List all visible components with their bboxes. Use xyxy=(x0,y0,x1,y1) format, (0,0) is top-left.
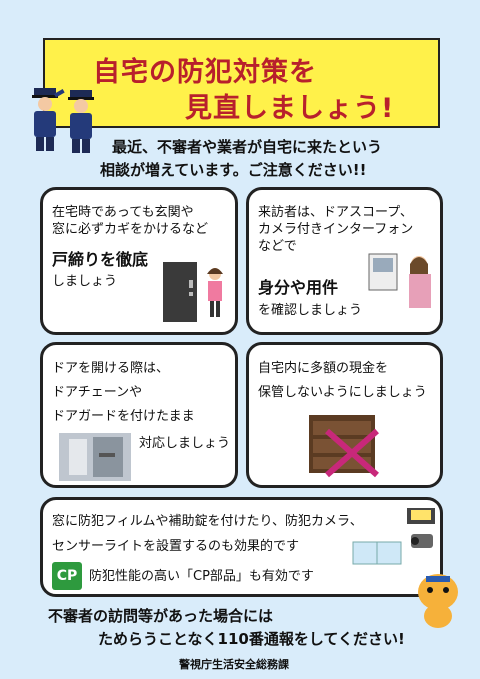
card-cash-line-1: 自宅内に多額の現金を xyxy=(258,361,389,376)
card-visitor-tail: を確認しましょう xyxy=(258,303,363,318)
pipo-mascot-illustration xyxy=(418,574,458,628)
card-visitor-line-2: カメラ付きインターフォン xyxy=(258,222,414,237)
drawer-cash-illustration xyxy=(309,415,379,478)
card-lock-line-1: 在宅時であっても玄関や xyxy=(52,205,194,220)
card-cash-line-2: 保管しないようにしましょう xyxy=(258,385,427,400)
card-cash: 自宅内に多額の現金を 保管しないようにしましょう xyxy=(246,342,443,488)
intro-line-1: 最近、不審者や業者が自宅に来たという xyxy=(112,138,383,156)
card-window-line-1: 窓に防犯フィルムや補助錠を付けたり、防犯カメラ、 xyxy=(52,514,363,529)
card-chain-line-3: ドアガードを付けたまま xyxy=(52,409,195,424)
card-chain-line-2: ドアチェーンや xyxy=(52,385,143,400)
door-chain-photo xyxy=(59,433,131,481)
cp-mark-icon: CP xyxy=(52,562,82,590)
card-lock-line-2: 窓に必ずカギをかけるなど xyxy=(52,222,209,237)
title-banner: 自宅の防犯対策を 見直しましょう! xyxy=(43,38,440,128)
department-name: 警視庁生活安全総務課 xyxy=(179,658,289,671)
window-icon xyxy=(352,541,402,565)
security-camera-light-icon xyxy=(407,508,435,548)
card-visitor: 来訪者は、ドアスコープ、 カメラ付きインターフォン などで 身分や用件 を確認し… xyxy=(246,187,443,335)
card-lock: 在宅時であっても玄関や 窓に必ずカギをかけるなど 戸締りを徹底 しましょう xyxy=(40,187,238,335)
card-window: 窓に防犯フィルムや補助錠を付けたり、防犯カメラ、 センサーライトを設置するのも効… xyxy=(40,497,443,597)
card-window-cp-text: 防犯性能の高い「CP部品」も有効です xyxy=(89,569,314,584)
card-window-line-2: センサーライトを設置するのも効果的です xyxy=(52,539,300,554)
footer-line-2: ためらうことなく110番通報をしてください! xyxy=(98,630,405,648)
door-lock-illustration xyxy=(163,262,223,322)
intro-line-2: 相談が増えています。ご注意ください!! xyxy=(100,161,367,179)
card-chain-tail: 対応しましょう xyxy=(139,436,231,451)
footer-line-1: 不審者の訪問等があった場合には xyxy=(48,607,274,625)
card-chain: ドアを開ける際は、 ドアチェーンや ドアガードを付けたまま 対応しましょう xyxy=(40,342,238,488)
intercom-illustration xyxy=(368,253,431,308)
card-visitor-line-3: などで xyxy=(258,239,297,254)
card-lock-tail: しましょう xyxy=(52,274,118,289)
page-title-line-1: 自宅の防犯対策を xyxy=(93,57,317,88)
card-visitor-line-1: 来訪者は、ドアスコープ、 xyxy=(258,205,413,220)
page-title-line-2: 見直しましょう! xyxy=(185,93,395,124)
card-visitor-emphasis: 身分や用件 xyxy=(258,278,339,297)
card-chain-line-1: ドアを開ける際は、 xyxy=(52,361,170,376)
police-officers-illustration xyxy=(32,88,94,153)
card-lock-emphasis: 戸締りを徹底 xyxy=(52,250,149,269)
